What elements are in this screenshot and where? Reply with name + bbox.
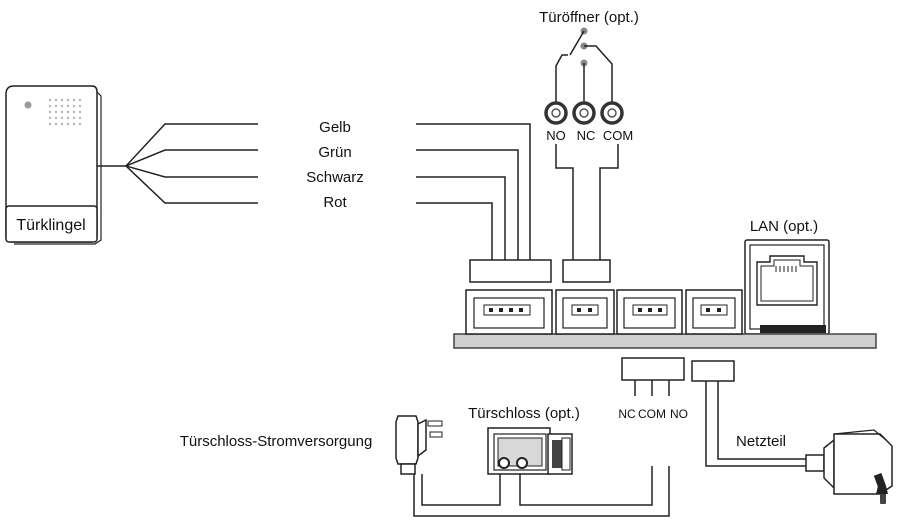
connector-2pin-opener bbox=[555, 259, 615, 335]
terminal-no-label: NO bbox=[546, 128, 566, 143]
relay-bottom-plug: NC COM NO bbox=[618, 357, 688, 421]
door-opener-switch bbox=[555, 27, 613, 102]
bottom-terminal-no-label: NO bbox=[670, 407, 688, 421]
bottom-terminal-nc-label: NC bbox=[618, 407, 636, 421]
door-opener-label: Türöffner (opt.) bbox=[539, 9, 639, 26]
wire-label-green: Grün bbox=[318, 144, 351, 161]
pcb-base bbox=[453, 333, 877, 349]
door-lock-power-adapter-icon bbox=[395, 415, 443, 475]
door-bell-label: Türklingel bbox=[16, 217, 85, 234]
lan-label: LAN (opt.) bbox=[750, 218, 818, 235]
door-opener-wires bbox=[555, 144, 619, 260]
power-supply-label: Netzteil bbox=[736, 433, 786, 450]
bell-label-panel bbox=[5, 205, 98, 243]
terminal-com-label: COM bbox=[603, 128, 633, 143]
bottom-terminal-com-label: COM bbox=[638, 407, 666, 421]
bell-wires-to-connector bbox=[416, 123, 531, 260]
door-lock-label: Türschloss (opt.) bbox=[468, 405, 580, 422]
bell-cable bbox=[97, 123, 258, 204]
connector-4pin bbox=[465, 259, 553, 335]
door-lock-wiring bbox=[413, 466, 670, 517]
wire-label-yellow: Gelb bbox=[319, 119, 351, 136]
terminal-nc-label: NC bbox=[577, 128, 596, 143]
door-lock-icon bbox=[487, 427, 573, 475]
power-plug bbox=[691, 360, 812, 467]
bell-speaker-grille bbox=[48, 98, 82, 126]
connector-2pin-power bbox=[685, 289, 743, 335]
power-adapter-icon bbox=[805, 429, 893, 504]
bell-led-dot bbox=[24, 101, 32, 109]
wire-label-black: Schwarz bbox=[306, 169, 364, 186]
door-lock-power-label: Türschloss-Stromversorgung bbox=[180, 433, 373, 450]
wire-label-red: Rot bbox=[323, 194, 347, 211]
lan-port-icon bbox=[744, 239, 830, 335]
wire-color-labels: Gelb Grün Schwarz Rot bbox=[306, 119, 364, 211]
relay-top-terminals: NO NC COM bbox=[544, 101, 633, 143]
connector-3pin-relay bbox=[616, 289, 683, 335]
controller-board bbox=[453, 259, 877, 349]
door-bell-unit: Türklingel bbox=[5, 85, 102, 245]
